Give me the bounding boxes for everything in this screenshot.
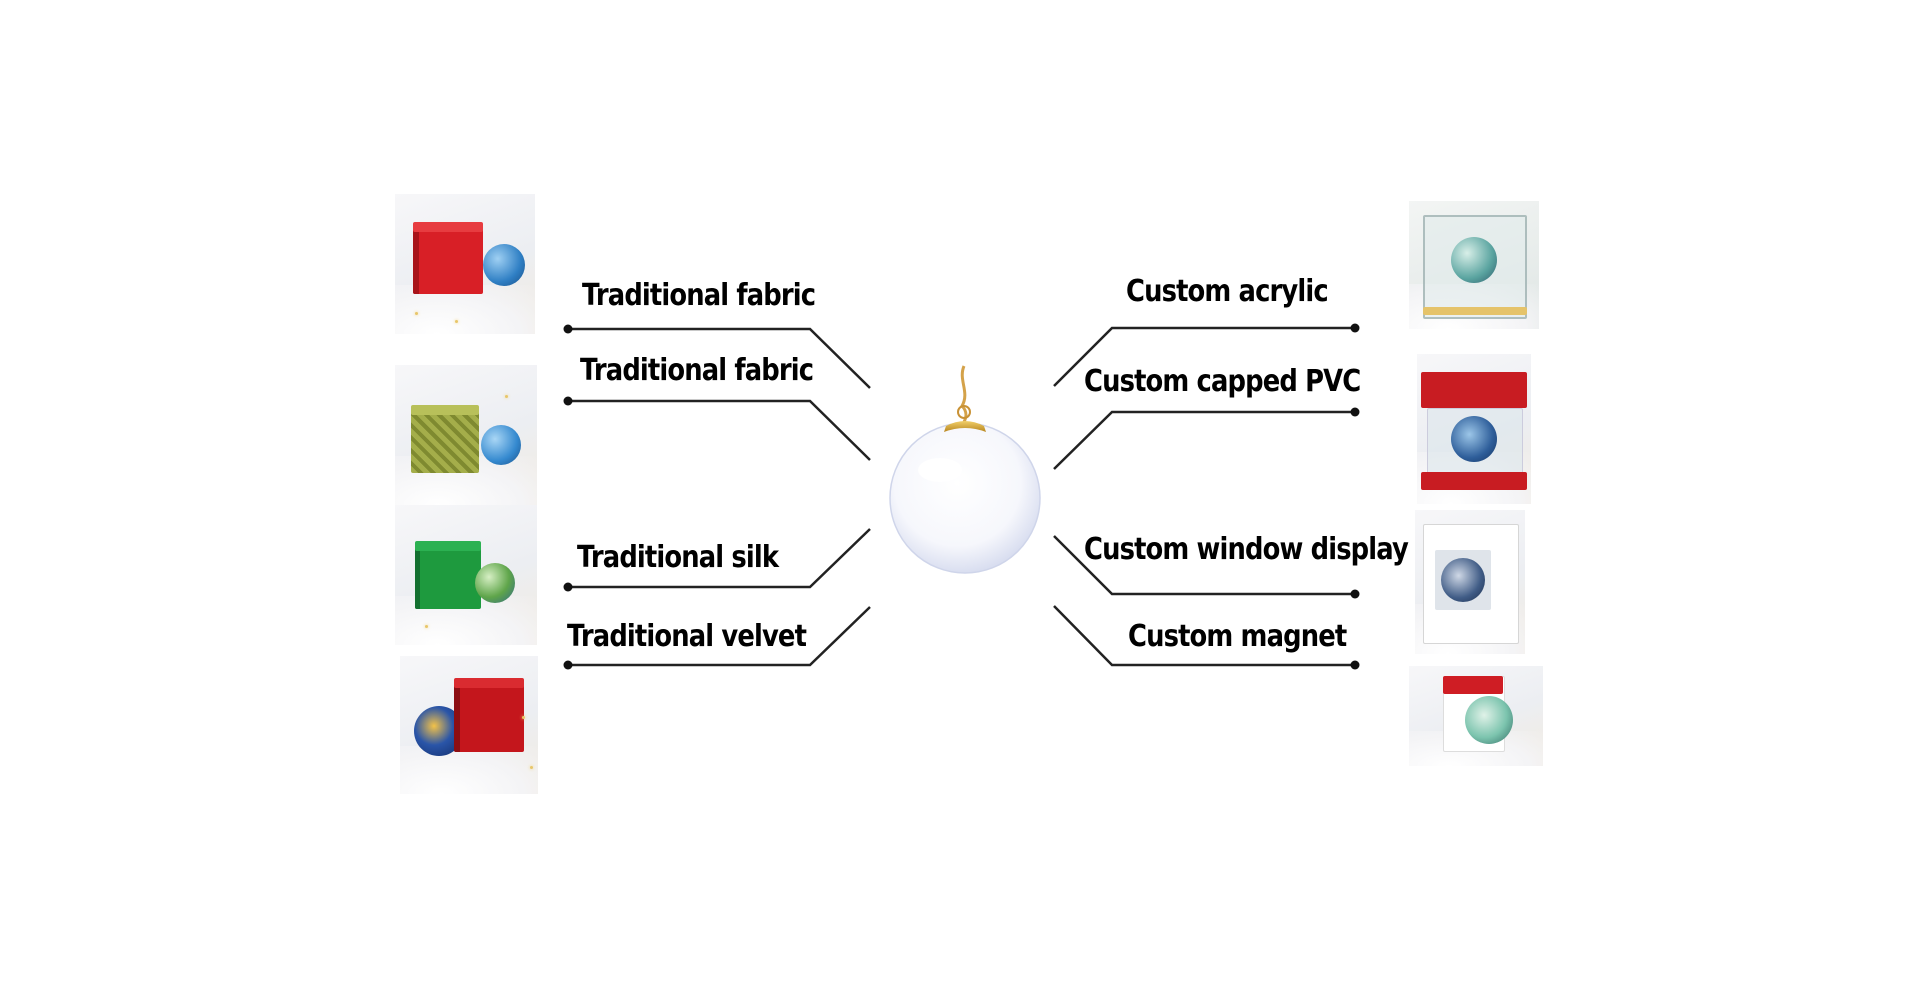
- clear-ornament-icon: [889, 365, 1041, 574]
- photo-red-fabric-box: [395, 194, 535, 334]
- photo-green-silk-box: [395, 505, 537, 645]
- right-connector-2: [1053, 407, 1360, 470]
- label-custom-capped-pvc: Custom capped PVC: [1084, 364, 1361, 399]
- photo-acrylic-box: [1409, 201, 1539, 329]
- label-traditional-velvet: Traditional velvet: [567, 619, 807, 654]
- left-connector-3: [563, 528, 871, 592]
- right-connector-3: [1053, 535, 1360, 599]
- label-custom-acrylic: Custom acrylic: [1126, 274, 1329, 309]
- photo-patterned-fabric-box: [395, 365, 537, 505]
- left-connector-4: [563, 606, 871, 670]
- label-custom-magnet: Custom magnet: [1128, 619, 1347, 654]
- left-connector-2: [563, 396, 871, 461]
- right-connector-1: [1053, 323, 1360, 387]
- photo-window-display-box: [1415, 510, 1525, 654]
- right-connector-4: [1053, 605, 1360, 670]
- label-custom-window-display: Custom window display: [1084, 532, 1409, 567]
- photo-capped-pvc-box: [1417, 354, 1531, 504]
- photo-red-velvet-box: [400, 656, 538, 794]
- label-traditional-fabric-2: Traditional fabric: [580, 353, 814, 388]
- left-connector-1: [563, 324, 871, 389]
- label-traditional-silk: Traditional silk: [577, 540, 779, 575]
- label-traditional-fabric-1: Traditional fabric: [582, 278, 816, 313]
- photo-magnet-box: [1409, 666, 1543, 766]
